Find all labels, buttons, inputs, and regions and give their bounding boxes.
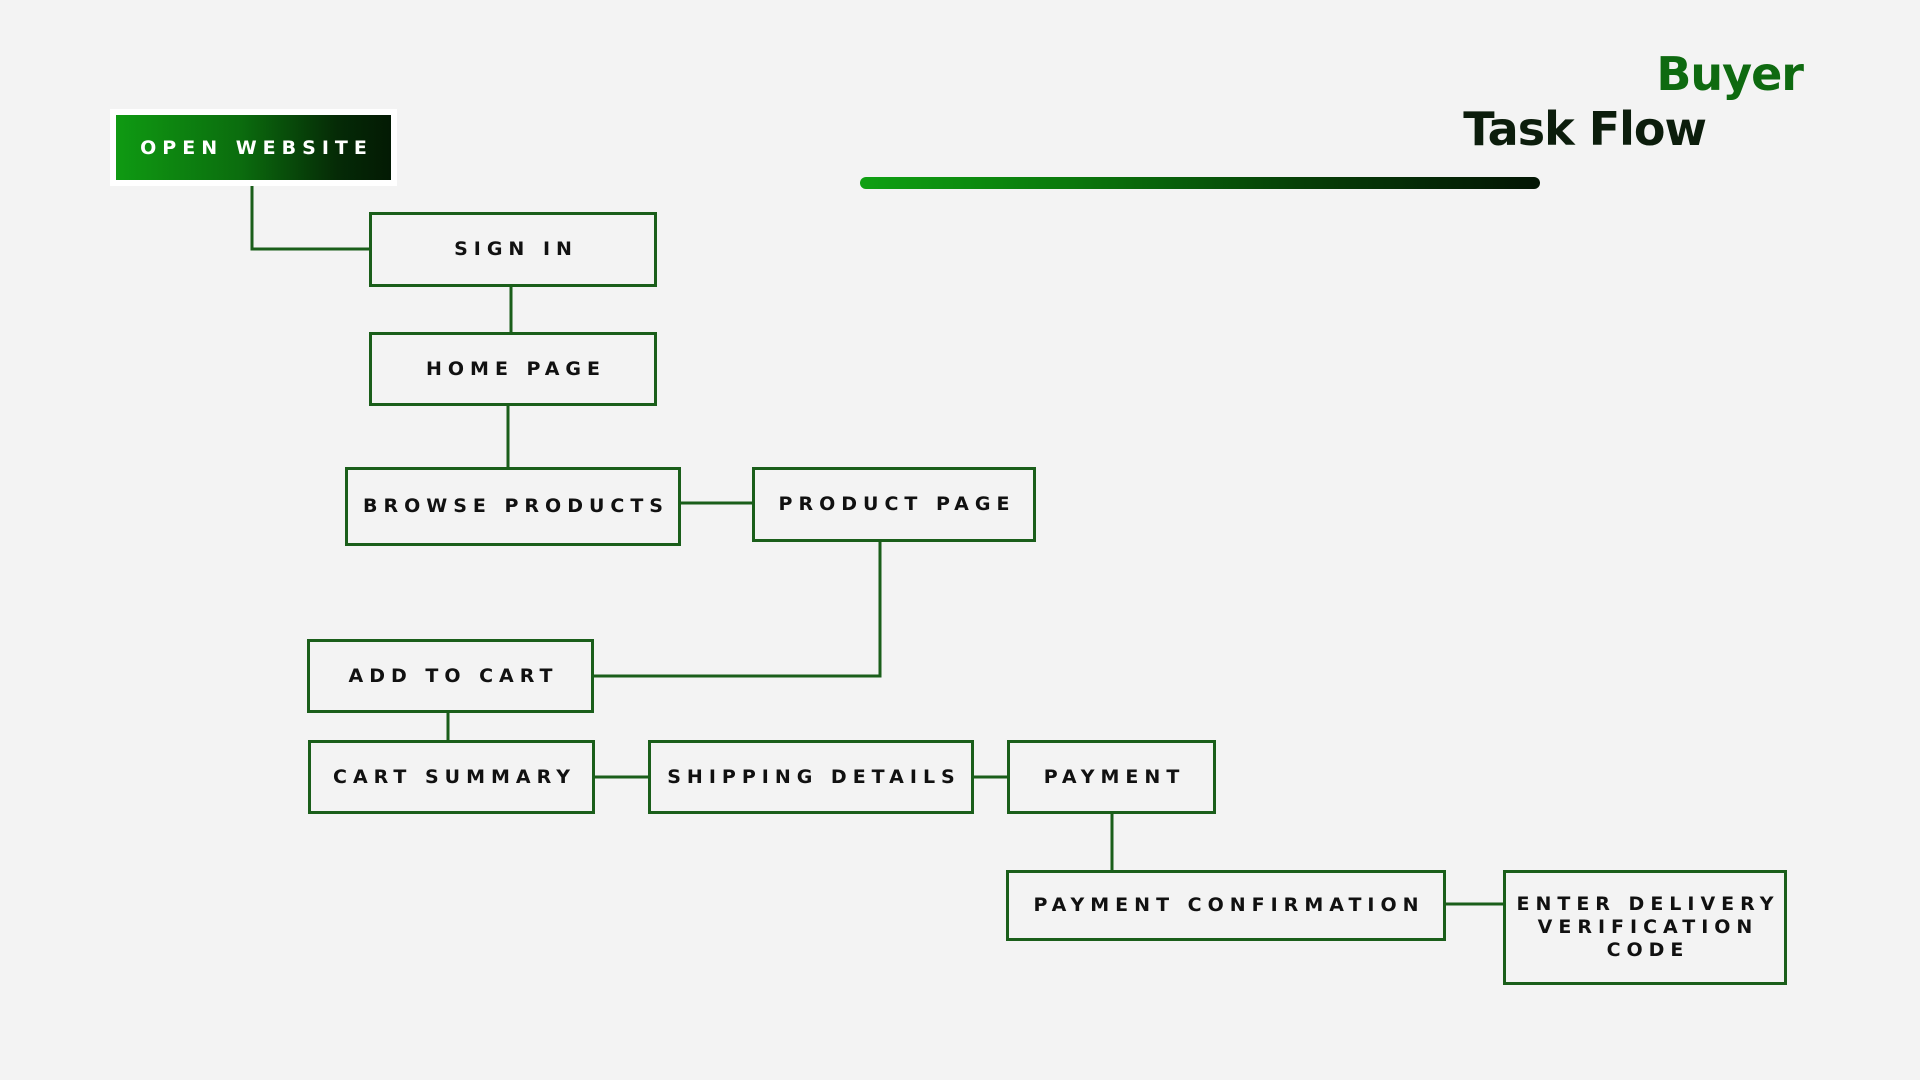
- node-shipping-details[interactable]: SHIPPING DETAILS: [648, 740, 974, 814]
- node-cart-summary-label: CART SUMMARY: [333, 765, 576, 788]
- node-enter-delivery-label: ENTER DELIVERY VERIFICATION CODE: [1516, 893, 1779, 962]
- node-sign-in-label: SIGN IN: [454, 238, 578, 260]
- node-add-to-cart[interactable]: ADD TO CART: [307, 639, 594, 713]
- node-open-website-label: OPEN WEBSITE: [116, 115, 391, 180]
- node-open-website[interactable]: OPEN WEBSITE: [110, 109, 397, 186]
- node-cart-summary[interactable]: CART SUMMARY: [308, 740, 595, 814]
- node-shipping-details-label: SHIPPING DETAILS: [667, 765, 961, 788]
- connector-product-to-cart: [594, 541, 882, 678]
- node-payment-confirmation[interactable]: PAYMENT CONFIRMATION: [1006, 870, 1446, 941]
- node-browse-products[interactable]: BROWSE PRODUCTS: [345, 467, 681, 546]
- title-accent-bar: [860, 177, 1540, 189]
- node-product-page[interactable]: PRODUCT PAGE: [752, 467, 1036, 542]
- node-add-to-cart-label: ADD TO CART: [348, 664, 559, 687]
- node-enter-delivery-verification-code[interactable]: ENTER DELIVERY VERIFICATION CODE: [1503, 870, 1787, 985]
- node-enter-delivery-line-2: VERIFICATION: [1537, 916, 1759, 938]
- connector-open-to-signin: [250, 186, 369, 251]
- node-home-page-label: HOME PAGE: [425, 357, 606, 380]
- node-payment[interactable]: PAYMENT: [1007, 740, 1216, 814]
- node-payment-confirmation-label: PAYMENT CONFIRMATION: [1033, 894, 1425, 916]
- node-browse-products-label: BROWSE PRODUCTS: [363, 495, 669, 517]
- title-buyer: Buyer: [1656, 47, 1804, 101]
- title-task-flow: Task Flow: [1463, 102, 1707, 156]
- node-home-page[interactable]: HOME PAGE: [369, 332, 657, 406]
- node-product-page-label: PRODUCT PAGE: [778, 493, 1016, 515]
- node-enter-delivery-line-1: ENTER DELIVERY: [1516, 893, 1780, 915]
- node-sign-in[interactable]: SIGN IN: [369, 212, 657, 287]
- node-payment-label: PAYMENT: [1043, 765, 1186, 788]
- node-enter-delivery-line-3: CODE: [1606, 939, 1690, 961]
